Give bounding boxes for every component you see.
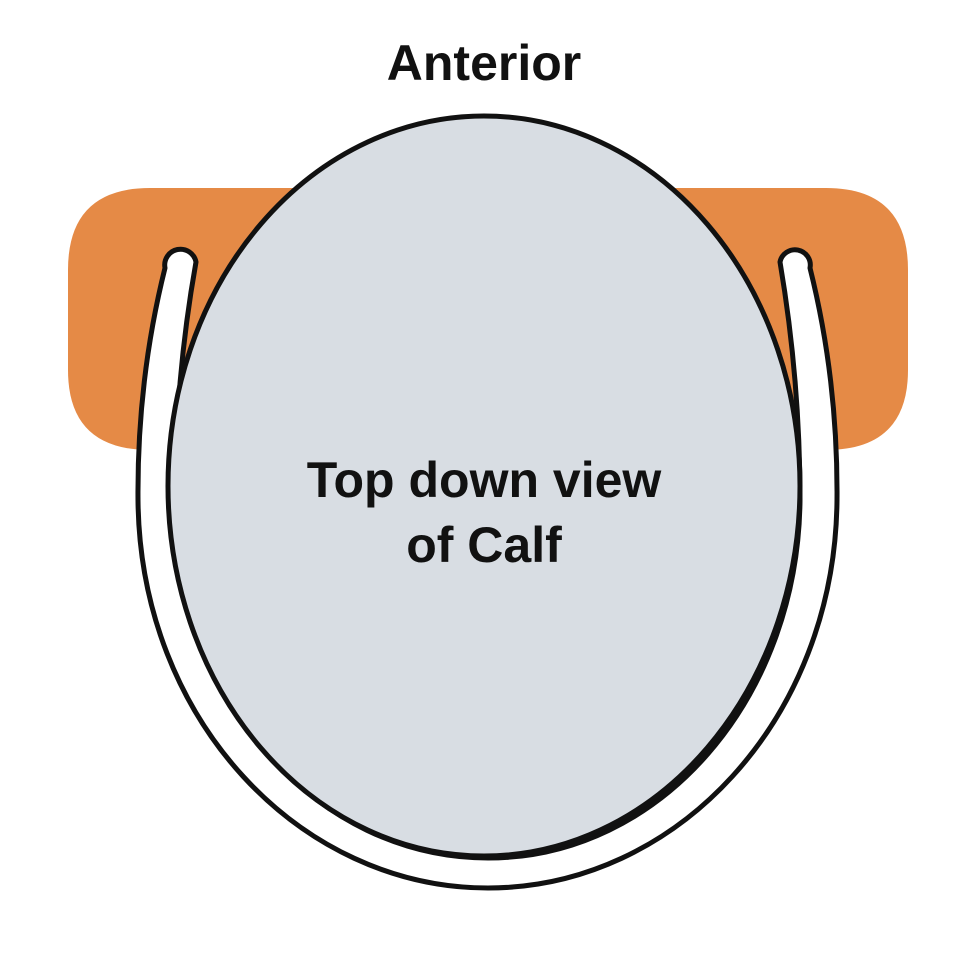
- anterior-label: Anterior: [387, 35, 581, 91]
- calf-cross-section: [165, 113, 803, 859]
- calf-label-line-2: of Calf: [406, 517, 562, 573]
- calf-label-line-1: Top down view: [307, 452, 662, 508]
